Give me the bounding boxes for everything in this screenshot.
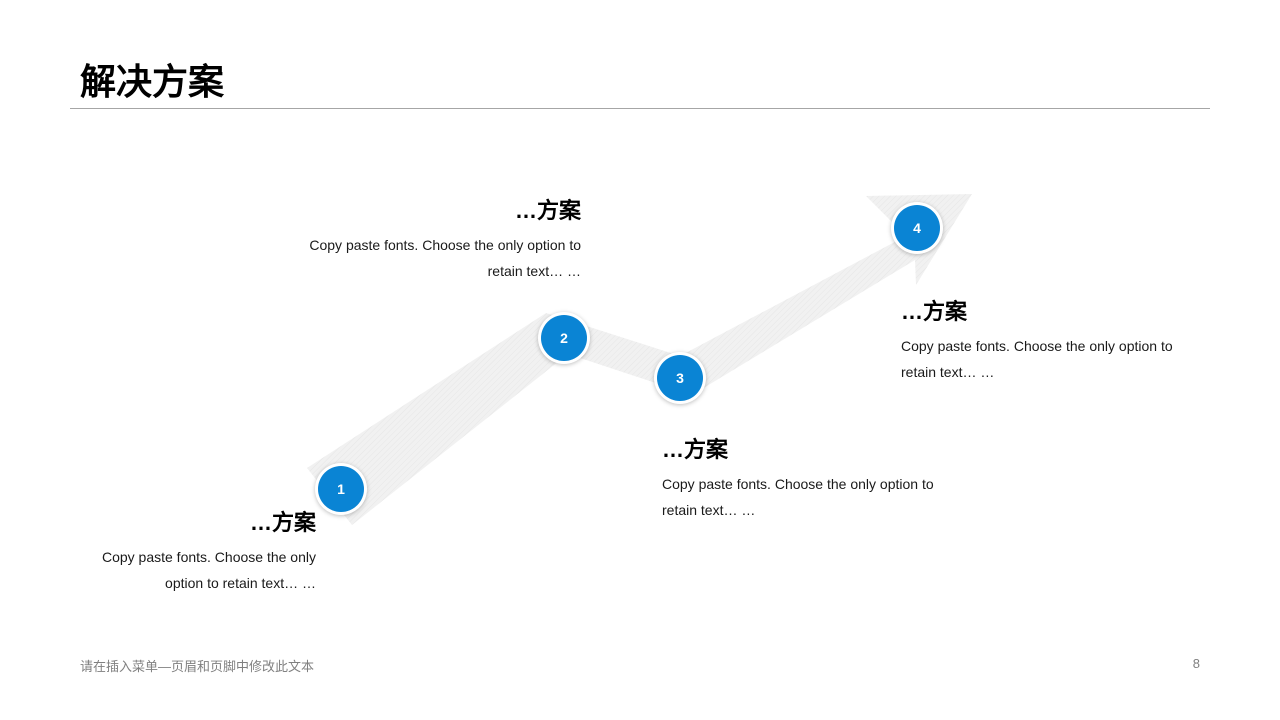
step-1-text: …方案 Copy paste fonts. Choose the only op… (86, 508, 316, 596)
step-3-marker: 3 (654, 352, 706, 404)
step-1-marker: 1 (315, 463, 367, 515)
step-4-description: Copy paste fonts. Choose the only option… (901, 338, 1173, 380)
step-2-text: …方案 Copy paste fonts. Choose the only op… (306, 196, 581, 284)
step-1-number: 1 (318, 466, 364, 512)
title-divider (70, 108, 1210, 109)
step-4-heading: …方案 (901, 299, 968, 324)
step-4-marker: 4 (891, 202, 943, 254)
step-3-description: Copy paste fonts. Choose the only option… (662, 476, 934, 518)
step-4-text: …方案 Copy paste fonts. Choose the only op… (901, 297, 1196, 385)
step-3-number: 3 (657, 355, 703, 401)
step-2-description: Copy paste fonts. Choose the only option… (309, 237, 581, 279)
arrow-body (307, 194, 972, 525)
step-2-marker: 2 (538, 312, 590, 364)
page-number: 8 (1192, 656, 1200, 671)
step-2-heading: …方案 (514, 198, 581, 223)
step-1-description: Copy paste fonts. Choose the only option… (101, 549, 316, 591)
step-2-number: 2 (541, 315, 587, 361)
step-4-number: 4 (894, 205, 940, 251)
footer-text: 请在插入菜单—页眉和页脚中修改此文本 (80, 659, 315, 674)
slide-title: 解决方案 (80, 61, 225, 102)
step-3-heading: …方案 (662, 437, 729, 462)
step-1-heading: …方案 (249, 510, 316, 535)
step-3-text: …方案 Copy paste fonts. Choose the only op… (662, 435, 957, 523)
